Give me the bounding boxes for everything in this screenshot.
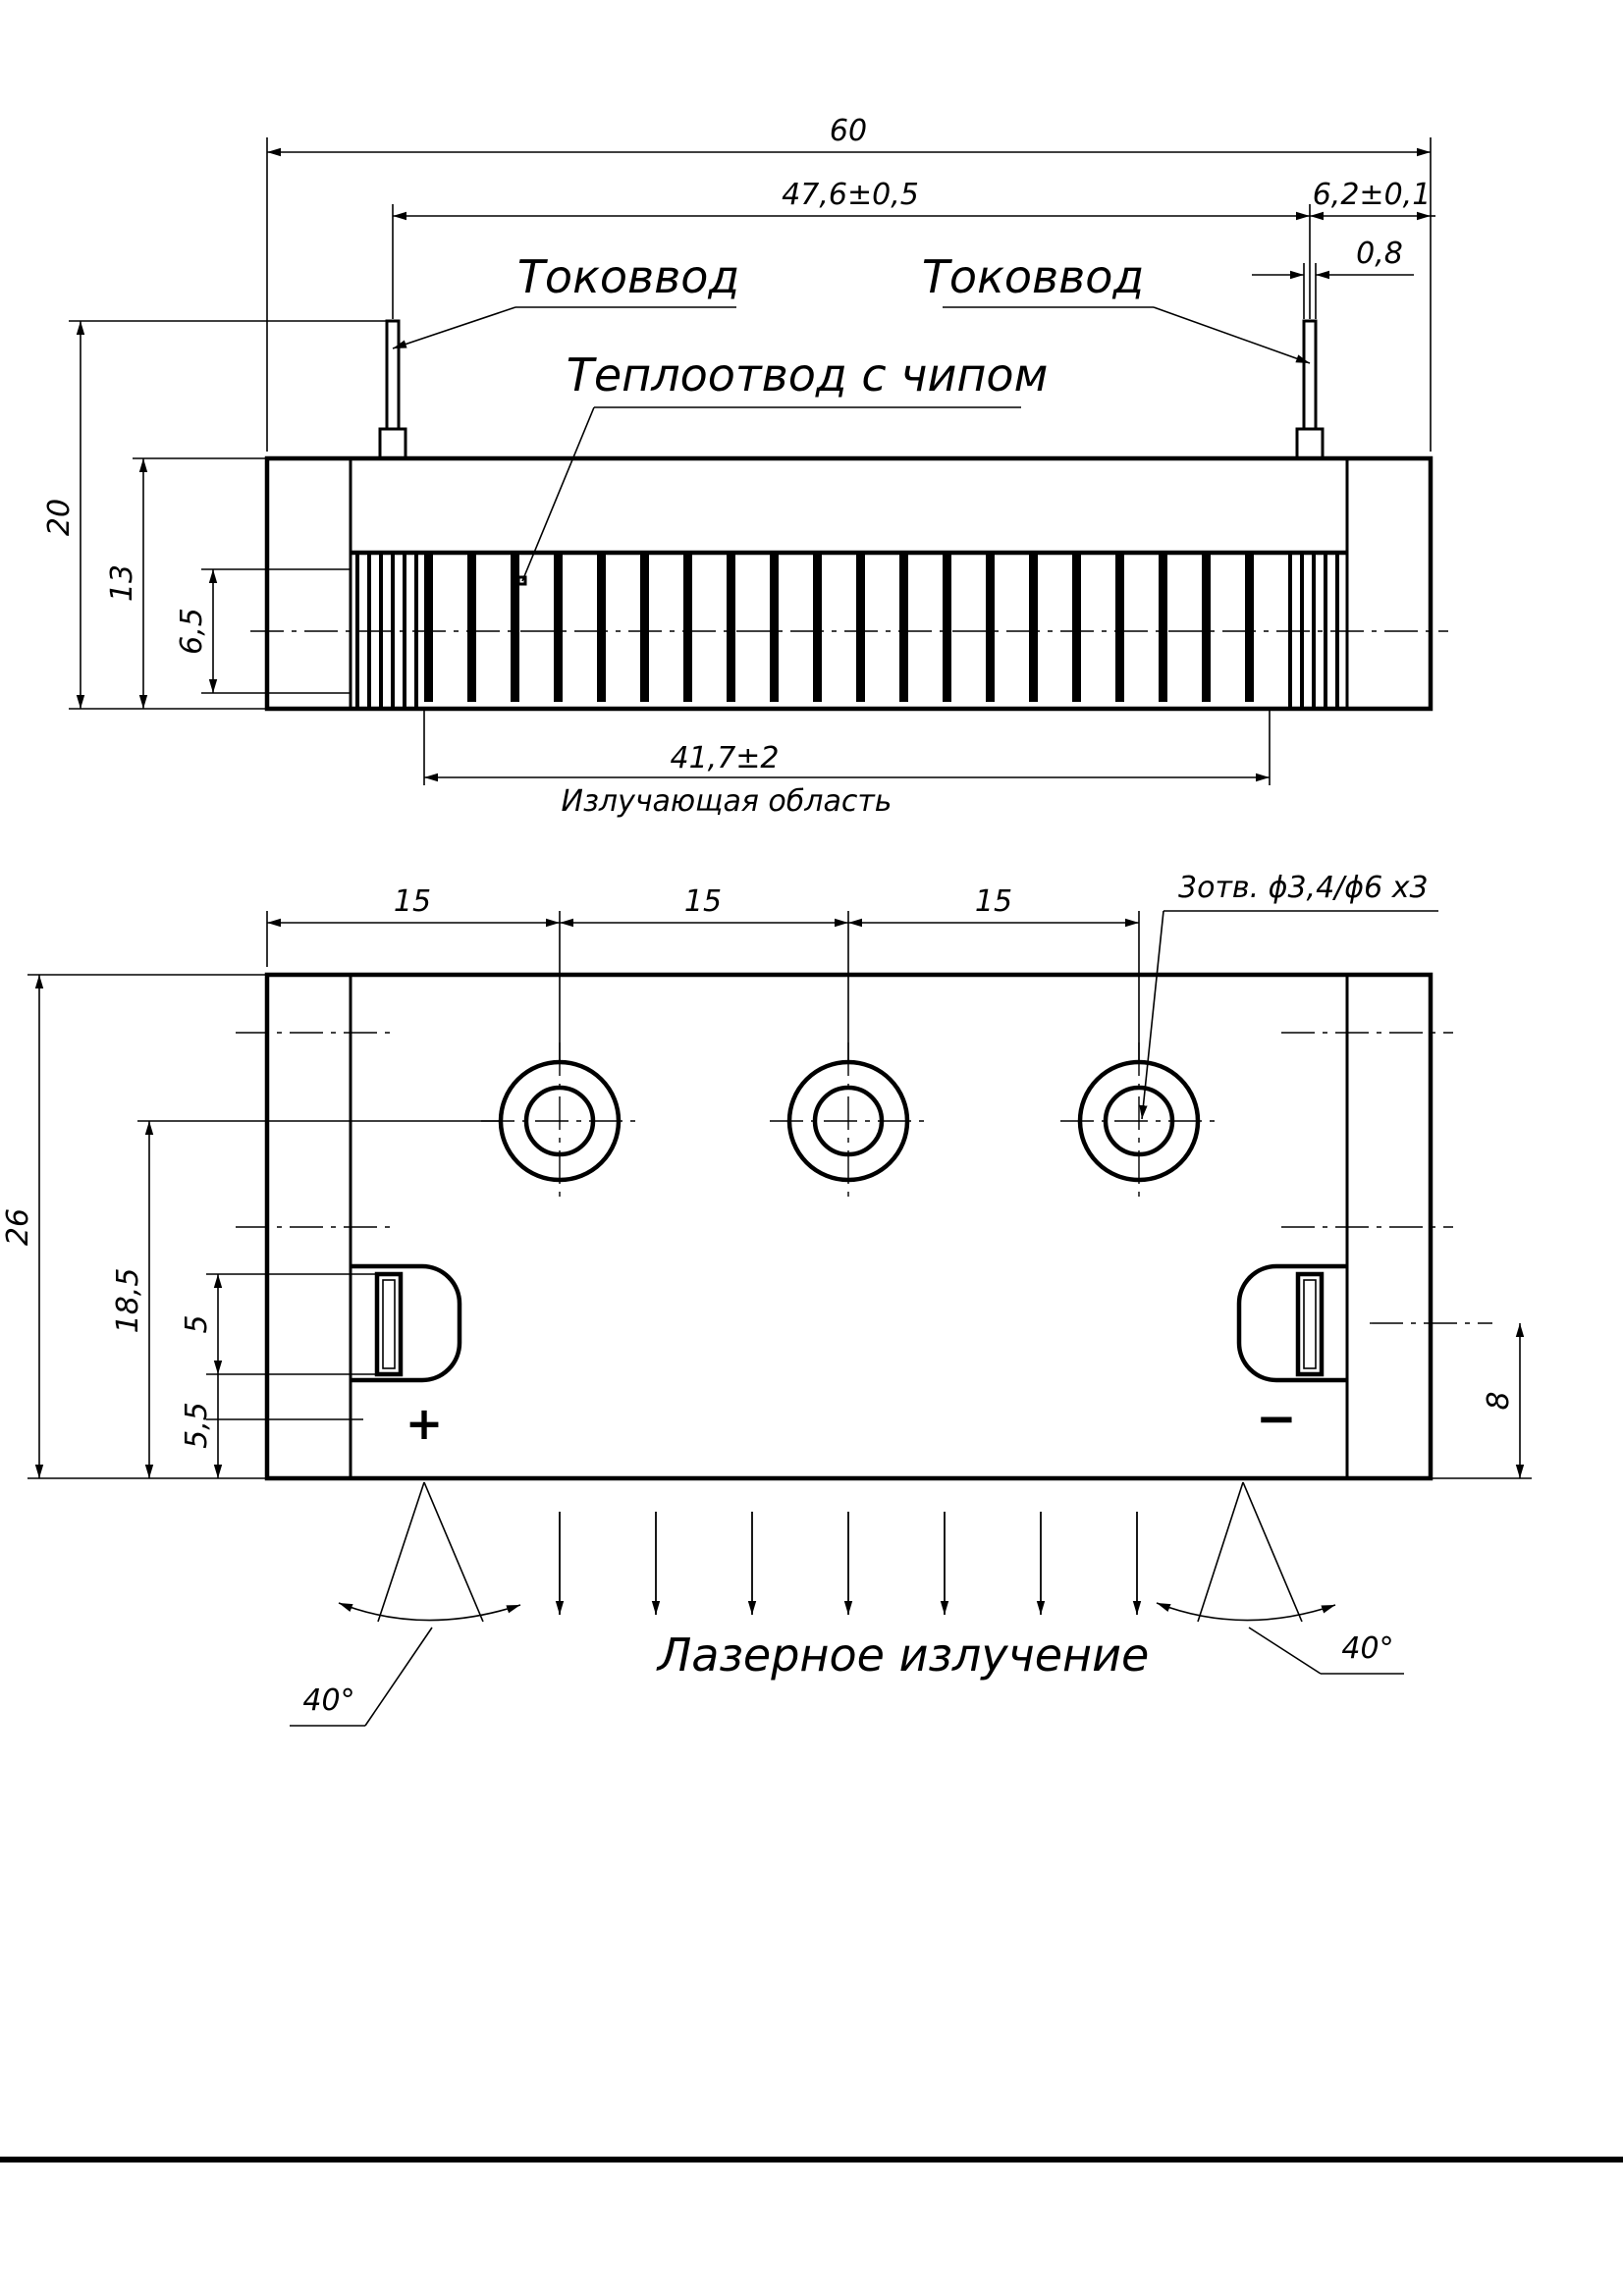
bottom-view: + − 15 15 15 3отв. ϕ3,4/ϕ6 х3 26 18,5 5 bbox=[1, 871, 1532, 1727]
heatsink-fin bbox=[597, 555, 606, 702]
angle-right-label: 40° bbox=[1341, 1631, 1393, 1666]
top-view: 60 47,6±0,5 6,2±0,1 0,8 Токоввод Токовво… bbox=[42, 114, 1448, 819]
dim-18-5: 18,5 bbox=[111, 1268, 145, 1334]
dim-6-5: 6,5 bbox=[175, 608, 209, 655]
heatsink-fin bbox=[1312, 555, 1316, 707]
heatsink-fin bbox=[943, 555, 951, 702]
dim-41-7: 41,7±2 bbox=[670, 741, 779, 775]
terminal-left bbox=[351, 1263, 462, 1383]
angle-right: 40° bbox=[1156, 1481, 1404, 1675]
heatsink-fin bbox=[640, 555, 649, 702]
heatsink-fin bbox=[813, 555, 822, 702]
dim-5: 5 bbox=[180, 1314, 214, 1333]
dim-26: 26 bbox=[1, 1208, 35, 1246]
heatsink-fin bbox=[1159, 555, 1167, 702]
dim-20: 20 bbox=[42, 499, 77, 536]
minus-sign: − bbox=[1256, 1390, 1297, 1447]
heatsink-fin bbox=[424, 555, 433, 702]
heatsink-fin bbox=[856, 555, 865, 702]
dim-8: 8 bbox=[1482, 1391, 1516, 1410]
holes-label: 3отв. ϕ3,4/ϕ6 х3 bbox=[1178, 871, 1429, 905]
heatsink-fin bbox=[554, 555, 563, 702]
heatsink-fin bbox=[355, 555, 359, 707]
dim-0-8: 0,8 bbox=[1356, 237, 1403, 271]
dim-15-b: 15 bbox=[684, 884, 722, 919]
plus-sign: + bbox=[406, 1397, 444, 1450]
terminal-right bbox=[1236, 1263, 1347, 1383]
heatsink-fin bbox=[1072, 555, 1081, 702]
heatsink-fin bbox=[1245, 555, 1254, 702]
heatsink-fin bbox=[899, 555, 908, 702]
dim-6-2: 6,2±0,1 bbox=[1313, 178, 1432, 212]
dim-15-c: 15 bbox=[975, 884, 1012, 919]
dim-13: 13 bbox=[105, 564, 139, 602]
heatsink-fin bbox=[770, 555, 779, 702]
top-body-outline bbox=[264, 455, 1434, 712]
heatsink-fin bbox=[727, 555, 735, 702]
heatsink-fin bbox=[1324, 555, 1327, 707]
laser-arrows bbox=[555, 1512, 1142, 1615]
heatsink-fins bbox=[355, 555, 1339, 707]
heatsink-fin bbox=[1115, 555, 1124, 702]
mounting-hole-2 bbox=[770, 1042, 927, 1200]
heatsink-fin bbox=[511, 555, 519, 702]
dim-15-a: 15 bbox=[394, 884, 431, 919]
lead-right-label: Токоввод bbox=[922, 250, 1144, 303]
lead-right bbox=[1295, 319, 1325, 460]
heatsink-fin bbox=[683, 555, 692, 702]
angle-left: 40° bbox=[290, 1481, 521, 1727]
emitting-area-label: Излучающая область bbox=[562, 784, 893, 819]
lead-left bbox=[378, 319, 407, 460]
heatsink-fin bbox=[391, 555, 395, 707]
heatsink-chip-label: Теплоотвод с чипом bbox=[567, 348, 1049, 401]
heatsink-fin bbox=[467, 555, 476, 702]
dim-47-6: 47,6±0,5 bbox=[782, 178, 919, 212]
mounting-hole-1 bbox=[481, 1042, 638, 1200]
heatsink-fin bbox=[1202, 555, 1211, 702]
dim-60: 60 bbox=[830, 114, 867, 148]
dim-5-5: 5,5 bbox=[180, 1402, 214, 1449]
angle-left-label: 40° bbox=[302, 1683, 354, 1718]
heatsink-fin bbox=[986, 555, 995, 702]
mounting-hole-3 bbox=[1060, 1042, 1217, 1200]
heatsink-fin bbox=[1029, 555, 1038, 702]
lead-left-label: Токоввод bbox=[517, 250, 739, 303]
laser-emission-label: Лазерное излучение bbox=[656, 1629, 1150, 1682]
